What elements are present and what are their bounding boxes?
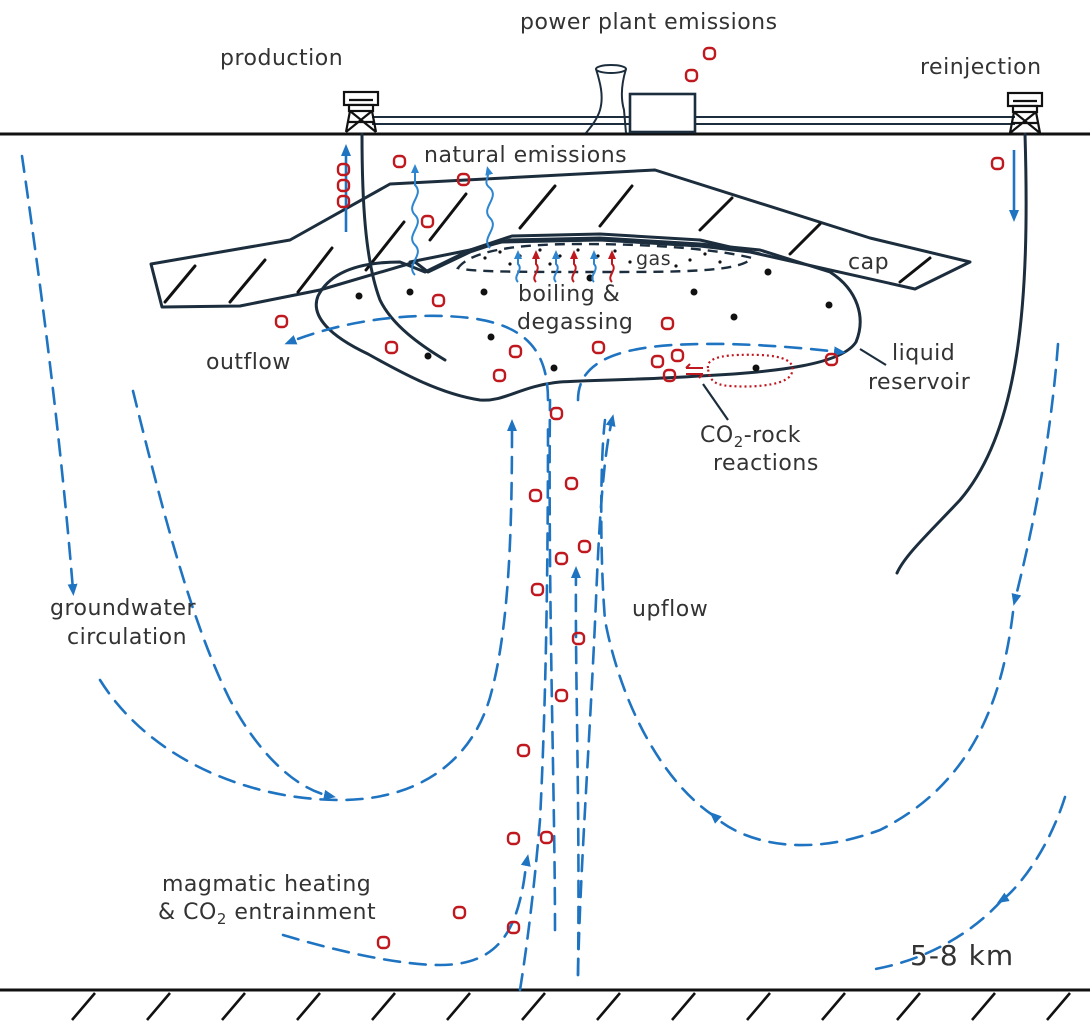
- label-circulation: circulation: [67, 625, 187, 650]
- gas-zone: [456, 242, 755, 274]
- groundwater-loop-right: [1011, 342, 1060, 606]
- label-reservoir: reservoir: [868, 370, 971, 395]
- co2-markers: [274, 46, 1005, 950]
- co2-marker: [824, 352, 839, 367]
- co2-marker: [384, 340, 399, 355]
- label-reactions: reactions: [713, 451, 819, 476]
- label-depth: 5-8 km: [910, 939, 1014, 972]
- co2-marker: [392, 154, 407, 169]
- equilibrium-arrows-icon: [685, 363, 704, 379]
- co2-marker: [274, 314, 289, 329]
- co2-marker: [670, 348, 685, 363]
- co2-marker: [376, 935, 391, 950]
- co2-marker: [539, 830, 554, 845]
- co2-marker: [492, 368, 507, 383]
- co2-marker: [420, 214, 435, 229]
- co2-marker: [554, 688, 569, 703]
- label-cap: cap: [848, 250, 889, 275]
- label-degassing: degassing: [517, 310, 633, 335]
- pipeline: [372, 116, 1015, 125]
- co2-marker: [660, 316, 675, 331]
- cooling-tower-icon: [585, 68, 603, 134]
- reinjection-well: [895, 132, 1028, 575]
- co2-marker: [456, 172, 471, 187]
- groundwater-downflow-left: [20, 154, 78, 596]
- co2-marker: [336, 194, 351, 209]
- co2-marker: [336, 178, 351, 193]
- co2-marker: [336, 162, 351, 177]
- co2-marker: [702, 46, 717, 61]
- outflow-path: [284, 314, 550, 402]
- co2-marker: [554, 551, 569, 566]
- groundwater-loop-left: [98, 419, 517, 802]
- co2-rock-pointer: [702, 383, 729, 421]
- co2-marker: [571, 631, 586, 646]
- liquid-reservoir-pointer: [859, 348, 887, 366]
- co2-marker: [549, 406, 564, 421]
- co2-marker: [528, 488, 543, 503]
- production-wellhead-icon: [342, 90, 380, 133]
- liquid-reservoir: [314, 236, 862, 402]
- co2-marker: [990, 156, 1005, 171]
- label-liquid: liquid: [892, 341, 955, 366]
- label-co2-rock: CO2-rock: [700, 423, 801, 451]
- upflow-core-arrow: [570, 566, 581, 977]
- production-well: [360, 132, 447, 362]
- power-plant: [585, 64, 697, 134]
- co2-marker: [506, 920, 521, 935]
- boiling-degassing-arrows: [514, 250, 616, 283]
- natural-emission-arrows: [411, 164, 494, 276]
- co2-marker: [452, 905, 467, 920]
- co2-marker: [650, 354, 665, 369]
- co2-marker: [506, 831, 521, 846]
- cap-rock: [149, 168, 972, 309]
- reinjection-wellhead-icon: [1006, 91, 1044, 134]
- label-gas: gas: [636, 248, 671, 270]
- labels: production power plant emissions reinjec…: [50, 10, 1042, 972]
- label-power-plant-emissions: power plant emissions: [520, 10, 778, 35]
- co2-marker: [508, 344, 523, 359]
- co2-marker: [591, 340, 606, 355]
- basement-boundary: [0, 988, 1090, 1021]
- label-magmatic-heating: magmatic heating: [162, 872, 371, 897]
- label-groundwater: groundwater: [50, 596, 196, 621]
- co2-marker: [530, 582, 545, 597]
- label-production: production: [220, 46, 343, 71]
- upflow-central: [548, 398, 557, 932]
- co2-rock-reaction-zone: [685, 353, 794, 421]
- co2-marker: [684, 68, 699, 83]
- label-reinjection: reinjection: [920, 55, 1042, 80]
- co2-marker: [431, 293, 446, 308]
- label-natural-emissions: natural emissions: [424, 143, 627, 168]
- power-plant-building: [628, 92, 697, 134]
- upflow-right-branch: [576, 342, 846, 402]
- label-upflow: upflow: [632, 597, 708, 622]
- co2-marker: [577, 539, 592, 554]
- co2-marker: [662, 368, 677, 383]
- co2-marker: [564, 476, 579, 491]
- magmatic-inflow: [281, 854, 531, 967]
- label-boiling: boiling &: [518, 282, 620, 307]
- label-co2-entrainment: & CO2 entrainment: [158, 900, 376, 928]
- co2-marker: [516, 743, 531, 758]
- reservoir-grains: [355, 268, 833, 372]
- fluid-flow-paths: [20, 154, 1067, 977]
- label-outflow: outflow: [206, 350, 291, 375]
